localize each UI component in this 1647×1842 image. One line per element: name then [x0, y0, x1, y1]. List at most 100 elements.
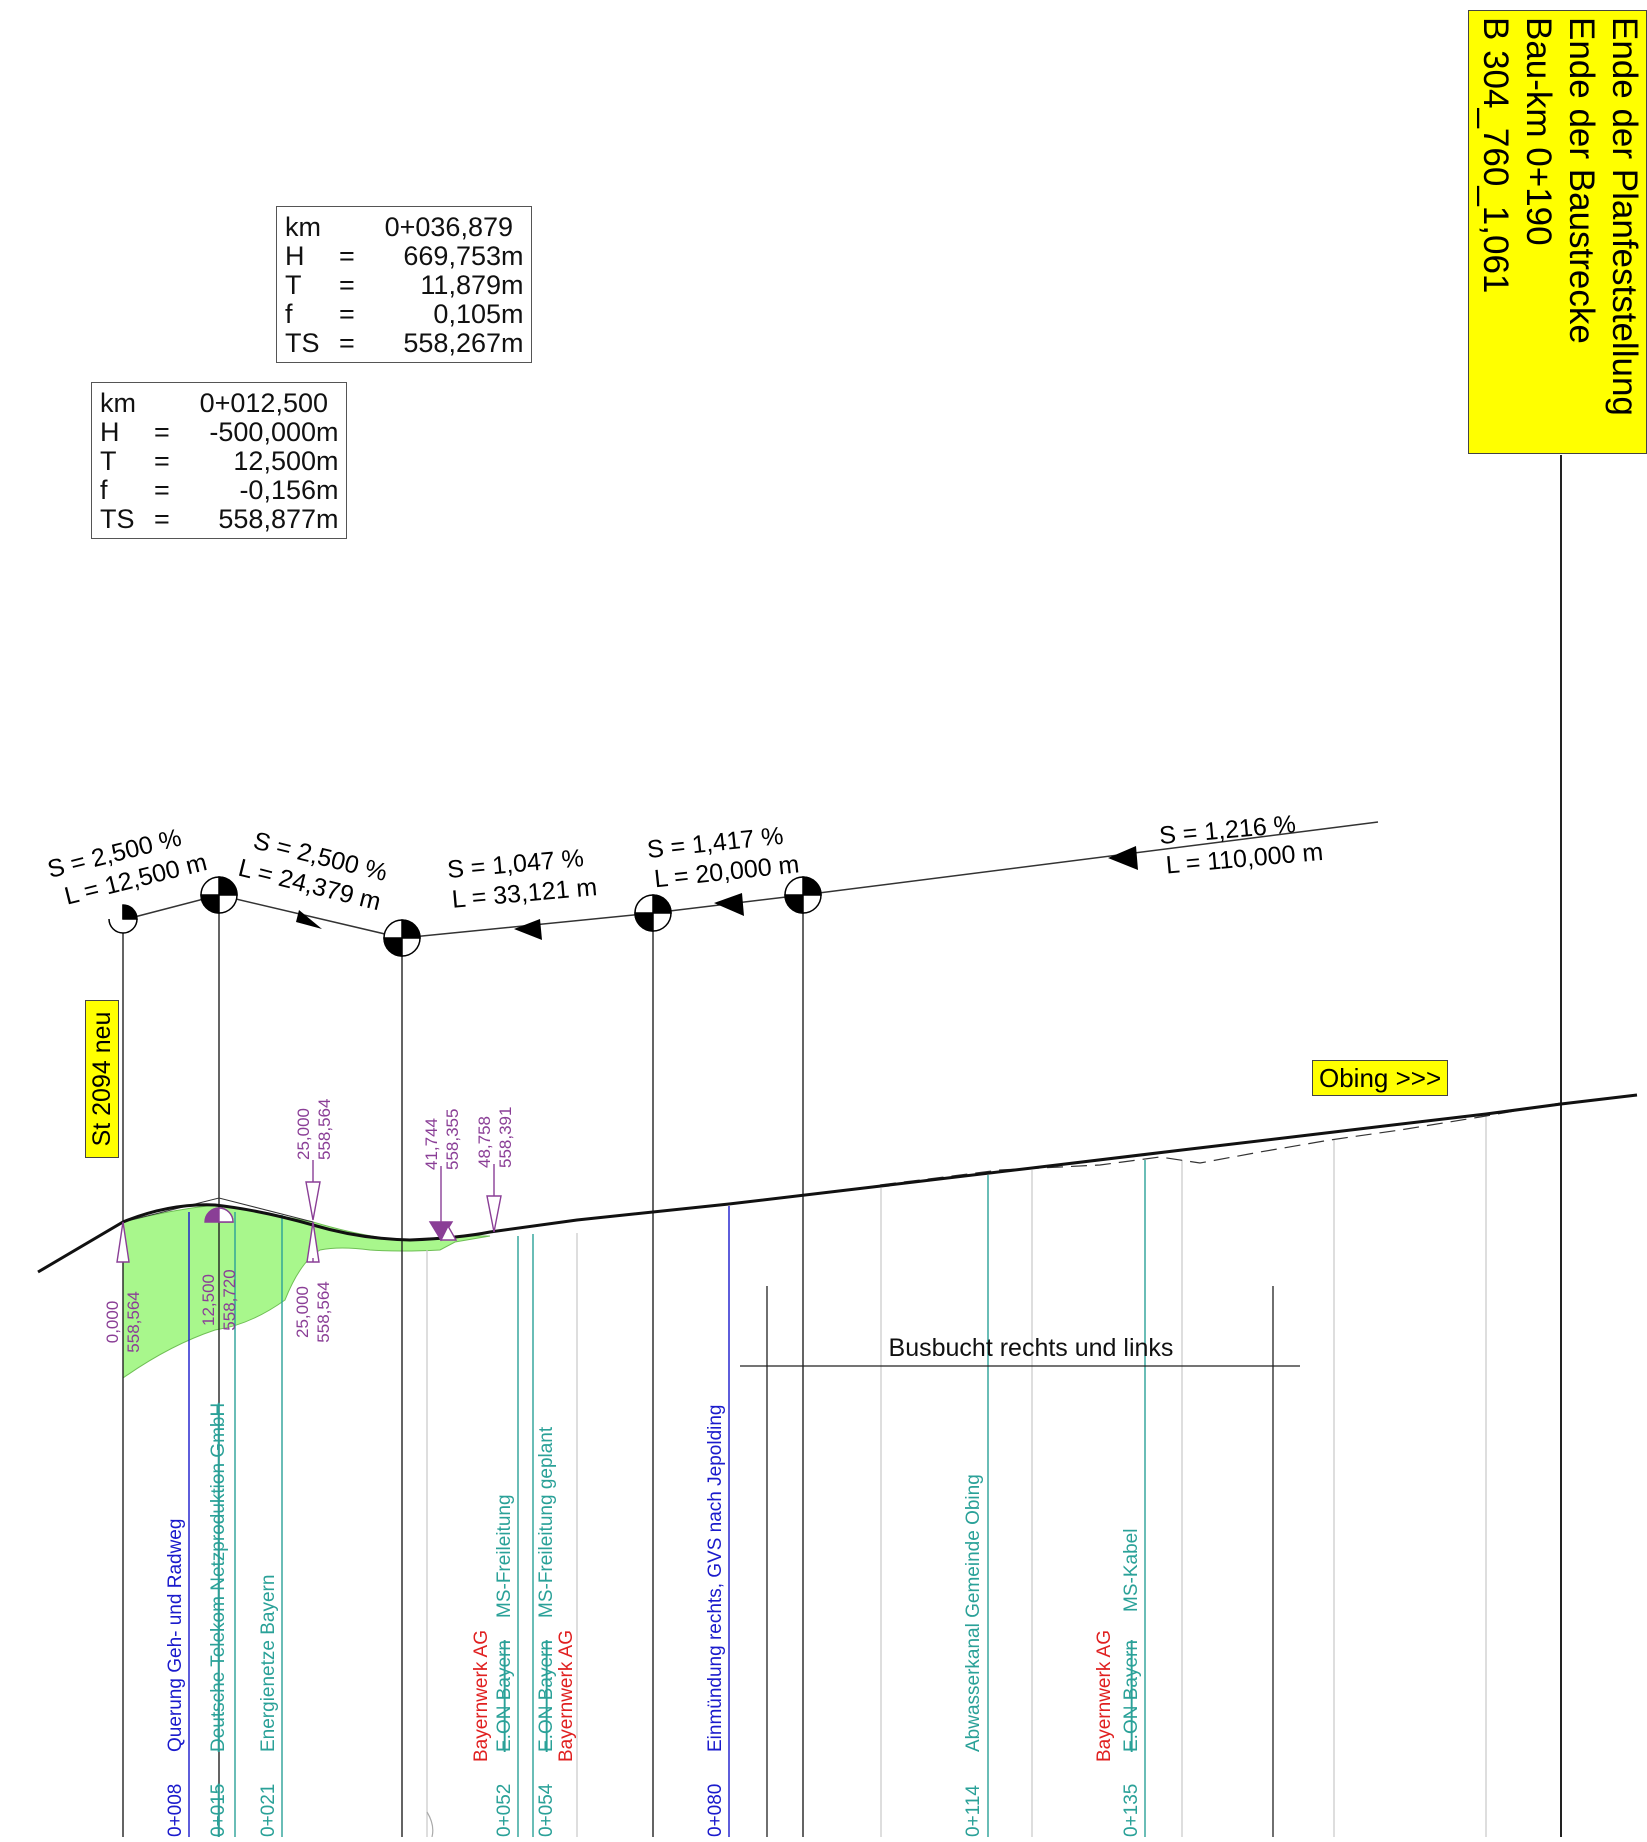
- curve-box-1-ts-key: TS: [285, 328, 320, 358]
- curve-box-1-h-key: H: [285, 241, 305, 271]
- level-lower-2-height: 558,720: [220, 1269, 239, 1330]
- curve-box-1-row-h: H = 669,753 m: [285, 241, 524, 271]
- busbucht-label: Busbucht rechts und links: [889, 1334, 1174, 1362]
- utility-label-ms-freileitung-geplant: MS-Freileitung geplant: [536, 1426, 557, 1618]
- utility-lines-gray: [426, 1115, 1487, 1837]
- curve-box-2-h-unit: m: [316, 417, 339, 447]
- curve-box-2-row-t: T = 12,500 m: [100, 446, 339, 476]
- road-label-st2094: St 2094 neu: [85, 1000, 119, 1158]
- end-of-planning-text: Ende der Planfeststellung Ende der Baust…: [1469, 11, 1646, 453]
- existing-terrain-line: [879, 1102, 1562, 1186]
- curve-box-2-row-h: H = -500,000 m: [100, 417, 339, 447]
- curve-box-1-t-value: 11,879: [420, 270, 501, 300]
- utility-label-eon-3: E.ON Bayern: [1121, 1640, 1142, 1752]
- curve-box-2-ts-unit: m: [316, 504, 339, 534]
- curve-box-2-f-value: -0,156: [239, 475, 316, 505]
- km-label-0080: 0+080: [705, 1784, 726, 1837]
- station-lines: [122, 455, 1562, 1837]
- utility-label-querung: Querung Geh- und Radweg: [165, 1519, 186, 1752]
- curve-box-2-ts-eq: =: [154, 504, 170, 534]
- curve-box-1-f-eq: =: [339, 299, 355, 329]
- level-upper-2-station: 41,744: [422, 1118, 441, 1170]
- curve-box-1-h-value: 669,753: [403, 241, 501, 271]
- end-line-3: Bau-km 0+190: [1519, 17, 1558, 246]
- curve-box-1-row-f: f = 0,105 m: [285, 299, 524, 329]
- vertical-curve-info-box-1: km 0+036,879 H = 669,753 m T = 11,879 m …: [276, 206, 532, 363]
- curve-box-2-t-key: T: [100, 446, 117, 476]
- curve-box-1-km-label: km: [285, 212, 321, 242]
- km-label-0015: 0+015: [208, 1784, 229, 1837]
- km-label-0135: 0+135: [1121, 1784, 1142, 1837]
- km-label-0114: 0+114: [963, 1785, 984, 1837]
- level-upper-3-height: 558,391: [496, 1107, 515, 1168]
- end-line-2: Ende der Baustrecke: [1562, 17, 1601, 344]
- level-lower-3-height: 558,564: [314, 1281, 333, 1342]
- curve-box-2-row-ts: TS = 558,877 m: [100, 504, 339, 534]
- design-profile-line: [37, 1093, 1638, 1274]
- curve-box-2-km-value: 0+012,500: [199, 388, 328, 418]
- utility-label-bayernwerk-2: Bayernwerk AG: [556, 1630, 577, 1762]
- curve-box-1-t-key: T: [285, 270, 302, 300]
- curve-box-1-ts-unit: m: [501, 328, 524, 358]
- level-markers-lower: [116, 1207, 320, 1263]
- curve-box-2-ts-value: 558,877: [218, 504, 316, 534]
- level-upper-2-height: 558,355: [443, 1109, 462, 1170]
- direction-label-obing: Obing >>>: [1312, 1060, 1449, 1096]
- utility-label-einmuendung: Einmündung rechts, GVS nach Jepolding: [705, 1405, 726, 1753]
- curve-box-1-t-eq: =: [339, 270, 355, 300]
- end-of-planning-box: Ende der Planfeststellung Ende der Baust…: [1468, 10, 1647, 454]
- utility-label-abwasserkanal: Abwasserkanal Gemeinde Obing: [963, 1474, 984, 1752]
- tangent-circle-2: [200, 876, 238, 914]
- curve-box-2-t-unit: m: [316, 446, 339, 476]
- curve-box-1-t-unit: m: [501, 270, 524, 300]
- utility-lines-colored: [188, 1160, 1146, 1837]
- curve-box-1-f-value: 0,105: [433, 299, 501, 329]
- curve-box-1-row-t: T = 11,879 m: [285, 270, 524, 300]
- tangent-circle-4: [634, 894, 672, 932]
- curve-box-2-t-eq: =: [154, 446, 170, 476]
- utility-label-telekom: Deutsche Telekom Netzproduktion GmbH: [208, 1403, 229, 1752]
- utility-label-energienetze: Energienetze Bayern: [258, 1575, 279, 1752]
- level-lower-1-station: 0,000: [103, 1301, 122, 1344]
- end-line-4: B 304_760_1,061: [1476, 17, 1515, 294]
- curve-box-2-ts-key: TS: [100, 504, 135, 534]
- curve-box-1-f-unit: m: [501, 299, 524, 329]
- curve-box-1-f-key: f: [285, 299, 293, 329]
- tangent-circle-3: [383, 919, 421, 957]
- curve-box-2-h-key: H: [100, 417, 120, 447]
- level-labels-lower: 0,000 558,564 12,500 558,720 25,000 558,…: [103, 1269, 333, 1352]
- km-label-0054: 0+054: [536, 1783, 557, 1837]
- curve-box-2-t-value: 12,500: [233, 446, 316, 476]
- utility-label-ms-freileitung: MS-Freileitung: [494, 1494, 515, 1618]
- tangent-circle-5: [784, 876, 822, 914]
- utility-label-bayernwerk-3: Bayernwerk AG: [1094, 1630, 1115, 1762]
- curve-box-2-f-eq: =: [154, 475, 170, 505]
- curve-box-2-km-label: km: [100, 388, 136, 418]
- road-label-st2094-text: St 2094 neu: [88, 1011, 116, 1147]
- small-curve: [426, 1811, 434, 1838]
- end-line-1: Ende der Planfeststellung: [1605, 17, 1644, 416]
- level-lower-3-station: 25,000: [293, 1286, 312, 1338]
- busbucht-marker: [740, 1286, 1300, 1837]
- km-labels: 0+008 0+015 0+021 0+052 0+054 0+080 0+11…: [165, 1783, 1142, 1837]
- vertical-curve-info-box-2: km 0+012,500 H = -500,000 m T = 12,500 m…: [91, 382, 347, 539]
- curve-box-2-h-eq: =: [154, 417, 170, 447]
- thin-design-line: [122, 1197, 314, 1223]
- tangent-point-circles: [108, 876, 822, 957]
- curve-box-2-f-unit: m: [316, 475, 339, 505]
- curve-box-1-ts-eq: =: [339, 328, 355, 358]
- level-upper-1-height: 558,564: [315, 1099, 334, 1160]
- tangent-circle-1: [108, 904, 138, 934]
- utility-label-ms-kabel: MS-Kabel: [1121, 1529, 1142, 1612]
- curve-box-1-h-unit: m: [501, 241, 524, 271]
- curve-box-2-row-f: f = -0,156 m: [100, 475, 339, 505]
- level-upper-1-station: 25,000: [294, 1108, 313, 1160]
- curve-box-1-km-value: 0+036,879: [384, 212, 513, 242]
- utility-labels: Querung Geh- und Radweg Deutsche Telekom…: [165, 1403, 1142, 1762]
- km-label-0021: 0+021: [258, 1784, 279, 1837]
- utility-label-eon-1: E.ON Bayern: [494, 1640, 515, 1752]
- level-labels-upper: 25,000 558,564 41,744 558,355 48,758 558…: [294, 1099, 515, 1170]
- curve-box-1-row-ts: TS = 558,267 m: [285, 328, 524, 358]
